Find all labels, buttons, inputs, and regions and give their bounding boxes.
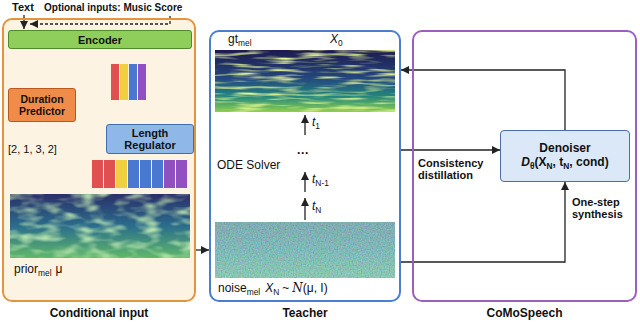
- node-text: Length Regulator: [124, 127, 175, 151]
- label: noise: [218, 281, 247, 295]
- node-text: , t: [553, 155, 564, 169]
- edge-label: [2, 1, 3, 2]: [8, 143, 57, 155]
- node-text: Duration Predictor: [19, 93, 65, 117]
- encoder-box: Encoder: [8, 30, 192, 49]
- label: μ: [56, 262, 63, 276]
- label: N: [292, 281, 303, 295]
- label-group: t1: [312, 115, 320, 131]
- label: X: [330, 32, 338, 46]
- node-text: , cond): [569, 155, 608, 169]
- text-line: Duration Predictor: [11, 93, 73, 117]
- node-text-wrap: Duration Predictor: [11, 93, 73, 117]
- text-line: Length Regulator: [109, 127, 191, 151]
- panel-heading: CoMoSpeech: [486, 306, 562, 320]
- label: prior: [14, 262, 38, 276]
- label-group: tN-1: [312, 172, 329, 188]
- label-group: gtmel: [228, 32, 252, 48]
- subscript: mel: [238, 38, 252, 48]
- label: Optional inputs: Music Score: [44, 2, 182, 13]
- node-text: θ: [530, 161, 535, 171]
- label: t: [312, 172, 315, 186]
- connector: [401, 149, 500, 150]
- edge-label: One-step synthesis: [572, 196, 623, 220]
- denoiser-box: DenoiserDθ(XN, tN, cond): [500, 130, 630, 182]
- label: (μ, I): [303, 281, 328, 295]
- subscript: 1: [315, 121, 320, 131]
- node-text-wrap: Length Regulator: [109, 127, 191, 151]
- duration-predictor-box: Duration Predictor: [8, 88, 76, 122]
- node-text: N: [547, 161, 553, 171]
- node-text: Denoiser: [539, 141, 590, 155]
- subscript: mel: [38, 268, 52, 278]
- node-text-wrap: Encoder: [78, 34, 122, 46]
- panel-heading-wrap: CoMoSpeech: [414, 303, 635, 321]
- edge-label-wrap: One-step synthesis: [572, 196, 634, 220]
- subscript: 0: [338, 38, 343, 48]
- text-line: Denoiser: [521, 141, 608, 155]
- panel-heading-wrap: Conditional input: [4, 303, 194, 321]
- label: ODE Solver: [217, 158, 280, 172]
- panel-heading: Teacher: [282, 306, 327, 320]
- label-group: noisemelXN~N(μ, I): [218, 281, 328, 297]
- panel-heading: Conditional input: [50, 306, 149, 320]
- text-line: Encoder: [78, 34, 122, 46]
- label-group: ···: [297, 146, 309, 160]
- edge-label-wrap: [2, 1, 3, 2]: [8, 143, 78, 155]
- node-text: D: [521, 155, 530, 169]
- label: t: [312, 115, 315, 129]
- length-regulator-box: Length Regulator: [106, 124, 194, 154]
- label: ···: [297, 146, 309, 160]
- label: X: [265, 281, 273, 295]
- connector: [401, 182, 565, 262]
- label-group: Text: [12, 1, 34, 13]
- panel-heading-wrap: Teacher: [211, 303, 399, 321]
- label-group: X0: [330, 32, 343, 48]
- label-group: priormelμ: [14, 262, 62, 278]
- subscript: N: [315, 205, 321, 215]
- edge-label-wrap: Consistency distillation: [418, 157, 498, 181]
- connector: [401, 70, 565, 130]
- label-group: tN: [312, 199, 321, 215]
- subscript: mel: [247, 287, 261, 297]
- label: ~: [282, 281, 289, 295]
- panel: Conditional inputEncoderDuration Predict…: [2, 18, 196, 302]
- text-line: Dθ(XN, tN, cond): [521, 155, 608, 171]
- subscript: N-1: [315, 178, 329, 188]
- label-group: ODE Solver: [217, 158, 280, 172]
- label: t: [312, 199, 315, 213]
- label: Text: [12, 1, 34, 13]
- subscript: N: [273, 287, 279, 297]
- connector: [196, 249, 209, 250]
- node-text: (X: [535, 155, 547, 169]
- label: gt: [228, 32, 238, 46]
- node-text-wrap: DenoiserDθ(XN, tN, cond): [521, 141, 608, 171]
- node-text: N: [563, 161, 569, 171]
- node-text: Encoder: [78, 34, 122, 46]
- edge-label: Consistency distillation: [418, 157, 483, 181]
- label-group: Optional inputs: Music Score: [44, 2, 182, 13]
